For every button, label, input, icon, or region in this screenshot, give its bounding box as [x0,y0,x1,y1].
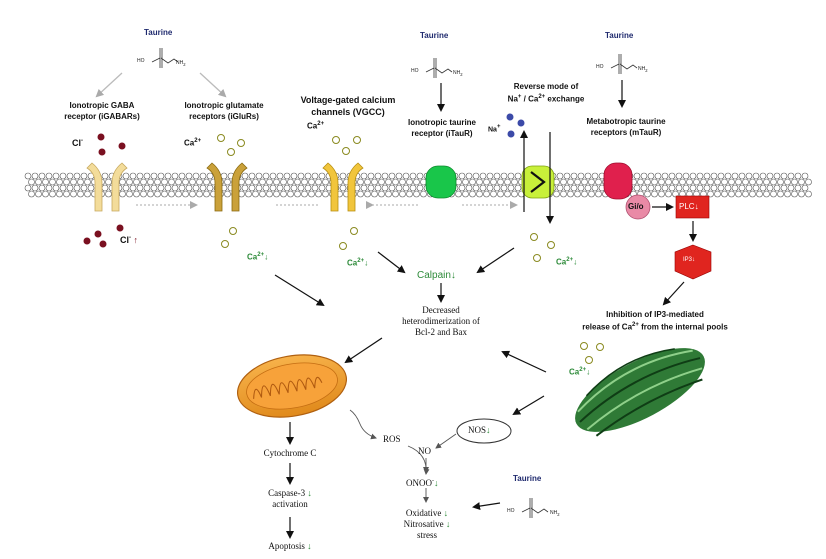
bcl-to-mito-arrow [344,337,383,364]
plc-box [675,195,710,219]
na-dots [506,113,525,138]
mito-to-ros-curve [349,409,377,440]
cl-dots-outside [97,133,126,156]
itaur-receptor [425,165,457,199]
er-to-nos-arrow [512,395,545,416]
er-to-bcl-arrow [501,350,547,373]
ca-decrease-4: Ca2+↓ [569,367,591,377]
vgcc-to-calpain-arrow [377,251,406,274]
ip3-inhibition-label: Inhibition of IP3-mediated release of Ca… [582,310,728,332]
ncx-label: Reverse mode of Na+ / Ca2+ exchange [507,82,585,104]
taurine-to-igabar-arrow [95,72,123,98]
ncx-to-calpain-arrow [476,247,515,274]
taurine-ho-2: HO [411,68,419,74]
cl-inside-label: Cl- ↑ [120,235,139,245]
mitochondrion [236,354,348,418]
cytochrome-label: Cytochrome C [263,448,317,458]
cl-ion-label: Cl- [72,138,83,148]
cl-dots-inside [83,224,124,248]
nos-ellipse [456,418,512,444]
taurine-to-stress-arrow [472,502,501,511]
taurine-nh2-3: NH2 [638,66,648,73]
taurine-structures [151,48,638,518]
taurine-ho-4: HO [507,508,515,514]
apoptosis-label: Apoptosis ↓ [268,541,312,551]
taurine-label-2: Taurine [420,31,449,40]
cell-membrane [24,172,812,198]
vgcc-channel [322,162,364,212]
mtaur-receptor [603,162,633,200]
stress-label: Oxidative ↓ Nitrosative ↓ stress [403,508,451,540]
taurine-to-iglur-arrow [199,72,227,98]
ros-label: ROS [383,434,401,444]
taurine-nh2-2: NH2 [453,70,463,77]
ca-decrease-1: Ca2+↓ [247,252,269,262]
iglur-channel [206,162,248,212]
no-label: NO [418,446,431,456]
taurine-label-1: Taurine [144,28,173,37]
taurine-label-3: Taurine [605,31,634,40]
igabar-channel [86,162,128,212]
gio-label: Gi/o [628,202,644,211]
taurine-nh2-1: NH2 [176,60,186,67]
iglur-to-mito-arrow [274,274,325,307]
ip3-label: IP3↓ [683,257,696,263]
gio-protein [625,194,651,220]
onoo-label: ONOO-↓ [406,478,439,488]
ip3-hexagon [674,244,712,280]
taurine-nh2-4: NH2 [550,510,560,517]
ip3-to-inhibition-arrow [662,281,685,306]
calpain-label: Calpain↓ [417,270,456,281]
taurine-ho-3: HO [596,64,604,70]
ca-decrease-3: Ca2+↓ [556,257,578,267]
endoplasmic-reticulum [575,348,705,437]
nos-label: NOS↓ [468,425,491,435]
ncx-exchanger [520,130,555,224]
ca-decrease-2: Ca2+↓ [347,258,369,268]
plc-label: PLC↓ [679,202,699,211]
caspase-label: Caspase-3 ↓ activation [268,488,312,509]
taurine-label-4: Taurine [513,474,542,483]
taurine-ho-1: HO [137,58,145,64]
ca-dots [217,134,604,364]
nos-to-no-arrow [435,433,457,449]
ca-ion-label-2: Ca2+ [307,121,325,131]
ca-ion-label-1: Ca2+ [184,138,202,148]
na-ion-label: Na+ [488,124,501,134]
